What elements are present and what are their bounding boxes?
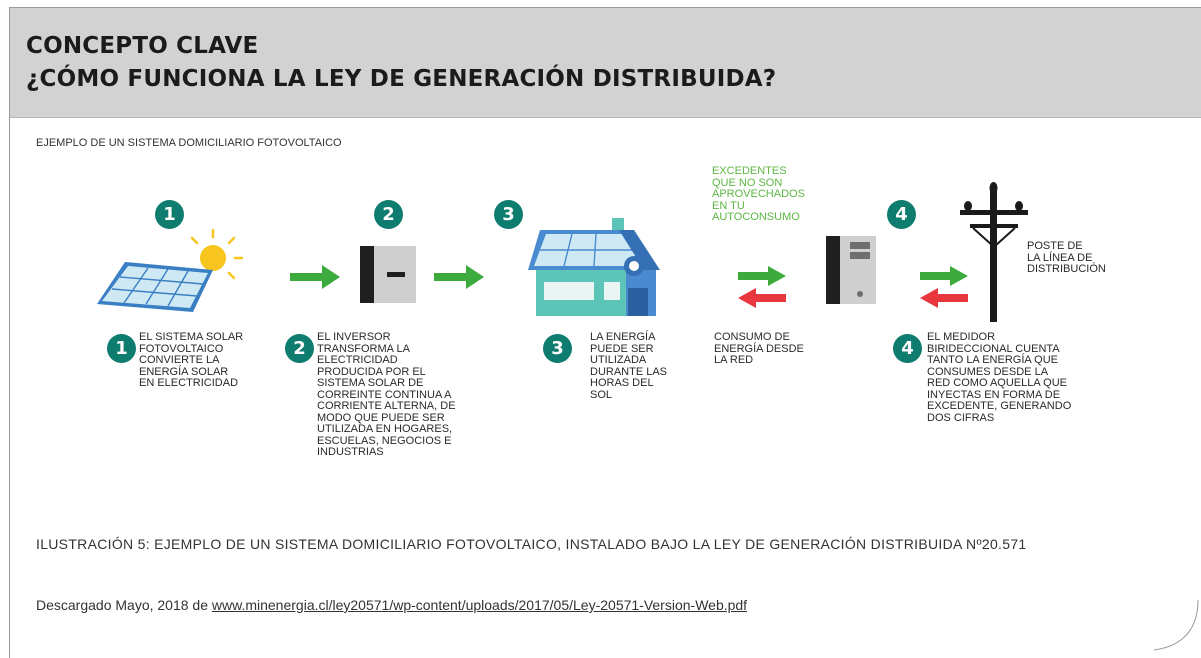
- diagram-subtitle: EJEMPLO DE UN SISTEMA DOMICILIARIO FOTOV…: [36, 137, 342, 149]
- corner-curve: [1153, 599, 1199, 651]
- desc-badge-1: 1: [107, 334, 136, 363]
- source-prefix: Descargado Mayo, 2018 de: [36, 597, 212, 613]
- step-badge-2: 2: [374, 200, 403, 229]
- solar-panel-icon: [97, 228, 244, 312]
- sun-icon: [190, 228, 244, 280]
- step-2-description: EL INVERSOR TRANSFORMA LA ELECTRICIDAD P…: [317, 331, 456, 458]
- step-3-description: LA ENERGÍA PUEDE SER UTILIZADA DURANTE L…: [590, 331, 668, 401]
- bidirectional-arrows-icon: [738, 266, 786, 308]
- meter-icon: [826, 236, 876, 304]
- bidirectional-arrows-icon: [920, 266, 968, 308]
- desc-badge-2: 2: [285, 334, 314, 363]
- surplus-label: EXCEDENTES QUE NO SON APROVECHADOS EN TU…: [712, 165, 805, 223]
- source-line: Descargado Mayo, 2018 de www.minenergia.…: [36, 597, 747, 613]
- pole-label: POSTE DE LA LÍNEA DE DISTRIBUCIÓN: [1027, 240, 1106, 275]
- header-title-line1: CONCEPTO CLAVE: [26, 33, 259, 59]
- illustration-caption: ILUSTRACIÓN 5: EJEMPLO DE UN SISTEMA DOM…: [36, 536, 1027, 552]
- header-title-line2: ¿CÓMO FUNCIONA LA LEY DE GENERACIÓN DIST…: [26, 66, 777, 92]
- desc-badge-3: 3: [543, 334, 572, 363]
- header-band: [10, 8, 1201, 118]
- house-icon: [528, 218, 660, 316]
- utility-pole-icon: [960, 182, 1028, 322]
- inverter-icon: [360, 246, 416, 303]
- desc-badge-4: 4: [893, 334, 922, 363]
- step-4-description: EL MEDIDOR BIRIDECCIONAL CUENTA TANTO LA…: [927, 331, 1072, 424]
- step-1-description: EL SISTEMA SOLAR FOTOVOLTAICO CONVIERTE …: [139, 331, 244, 389]
- grid-consumption-label: CONSUMO DE ENERGÍA DESDE LA RED: [714, 331, 804, 366]
- source-link[interactable]: www.minenergia.cl/ley20571/wp-content/up…: [211, 597, 748, 613]
- step-badge-3: 3: [494, 200, 523, 229]
- step-badge-1: 1: [155, 200, 184, 229]
- arrow-right-icon: [290, 265, 340, 289]
- step-badge-4: 4: [887, 200, 916, 229]
- arrow-right-icon: [434, 265, 484, 289]
